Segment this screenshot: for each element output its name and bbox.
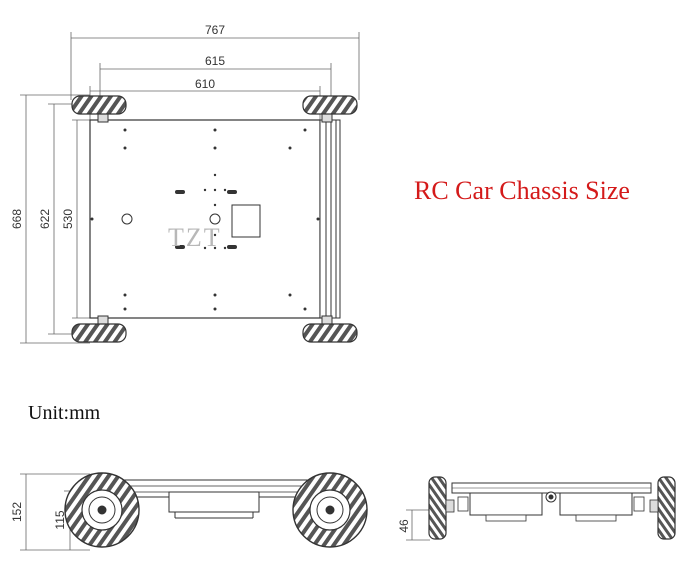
rear-view (406, 476, 676, 541)
page-title: RC Car Chassis Size (414, 176, 630, 205)
dim-width-plate: 610 (195, 77, 215, 91)
length-dimensions (20, 94, 90, 344)
wheel-rear-right (302, 323, 358, 343)
dim-height-overall: 152 (10, 502, 24, 522)
dim-length-wheels: 622 (38, 209, 52, 229)
slots (175, 190, 237, 249)
dim-width-wheels: 615 (205, 54, 225, 68)
side-wheel-left (64, 472, 140, 548)
side-rail (319, 119, 341, 319)
dim-ground-clearance: 46 (397, 519, 411, 533)
unit-label: Unit:mm (28, 402, 101, 424)
rear-wheel-left (428, 476, 447, 540)
top-view: TZT (20, 32, 360, 344)
wheel-front-left (71, 95, 127, 115)
width-dimensions (70, 32, 360, 120)
motor-left (469, 492, 543, 516)
wheel-rear-left (71, 323, 127, 343)
dim-length-plate: 530 (61, 209, 75, 229)
watermark: TZT (168, 223, 222, 252)
mount-holes (90, 128, 320, 311)
chassis-plate (89, 119, 321, 319)
dim-height-wheel: 115 (53, 510, 67, 529)
side-view (20, 472, 368, 551)
rear-wheel-right (657, 476, 676, 540)
battery-box (168, 491, 260, 513)
wheel-front-right (302, 95, 358, 115)
mount-square (231, 204, 261, 238)
dim-width-overall: 767 (205, 23, 225, 37)
side-wheel-right (292, 472, 368, 548)
dim-length-overall: 668 (10, 209, 24, 229)
motor-right (559, 492, 633, 516)
large-hole (121, 213, 133, 225)
